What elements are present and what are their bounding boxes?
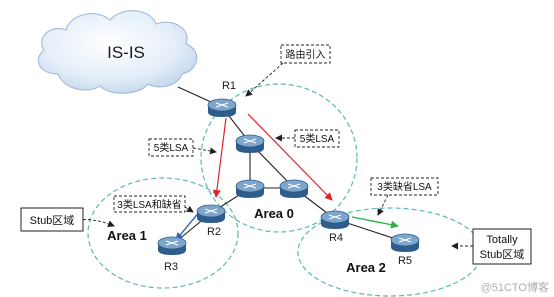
side-label-totally-stub-line2: Stub区域 xyxy=(480,248,525,261)
router-label-r5: R5 xyxy=(398,255,412,267)
router-label-r3: R3 xyxy=(164,261,178,273)
callout-type3-default: 3类缺省LSA xyxy=(370,177,439,216)
callout-route-import-text: 路由引入 xyxy=(286,48,326,61)
callout-type3-and-default-text: 3类LSA和缺省 xyxy=(117,198,181,211)
side-label-totally-stub-line1: Totally xyxy=(486,234,518,246)
router-r1 xyxy=(207,98,237,118)
router-label-r1: R1 xyxy=(222,80,236,92)
router-core-top xyxy=(235,134,265,154)
watermark: @51CTO博客 xyxy=(481,280,549,294)
router-r2 xyxy=(196,204,226,224)
side-label-stub-area-text: Stub区域 xyxy=(30,214,75,227)
callout-type5-left-text: 5类LSA xyxy=(154,141,189,154)
type5-lsa-arrow-to-r2 xyxy=(212,117,227,198)
cloud-label: IS-IS xyxy=(107,43,145,62)
isis-cloud: IS-IS xyxy=(37,10,198,94)
side-label-totally-stub-area: Totally Stub区域 xyxy=(451,228,532,265)
router-r5 xyxy=(390,233,420,253)
side-label-stub-area: Stub区域 xyxy=(20,207,115,232)
router-r4 xyxy=(320,210,350,230)
callout-type5-right: 5类LSA xyxy=(275,129,340,148)
area-1-label: Area 1 xyxy=(107,228,147,243)
callout-type5-right-text: 5类LSA xyxy=(300,132,335,145)
router-core-right xyxy=(279,179,309,199)
callout-type3-and-default: 3类LSA和缺省 xyxy=(113,195,194,213)
type3-default-arrow-to-area2 xyxy=(351,216,399,229)
area-0-boundary xyxy=(200,83,358,233)
router-core-left xyxy=(235,179,265,199)
area-1-boundary xyxy=(87,177,239,289)
area-0-label: Area 0 xyxy=(254,206,294,221)
router-label-r2: R2 xyxy=(207,226,221,238)
type5-lsa-arrow-to-r4 xyxy=(247,113,333,201)
router-label-r4: R4 xyxy=(329,232,343,244)
callout-type3-default-text: 3类缺省LSA xyxy=(377,180,432,193)
callout-route-import: 路由引入 xyxy=(245,44,331,97)
area-2-label: Area 2 xyxy=(346,260,386,275)
router-r3 xyxy=(157,236,187,256)
callout-type5-left: 5类LSA xyxy=(148,138,217,157)
